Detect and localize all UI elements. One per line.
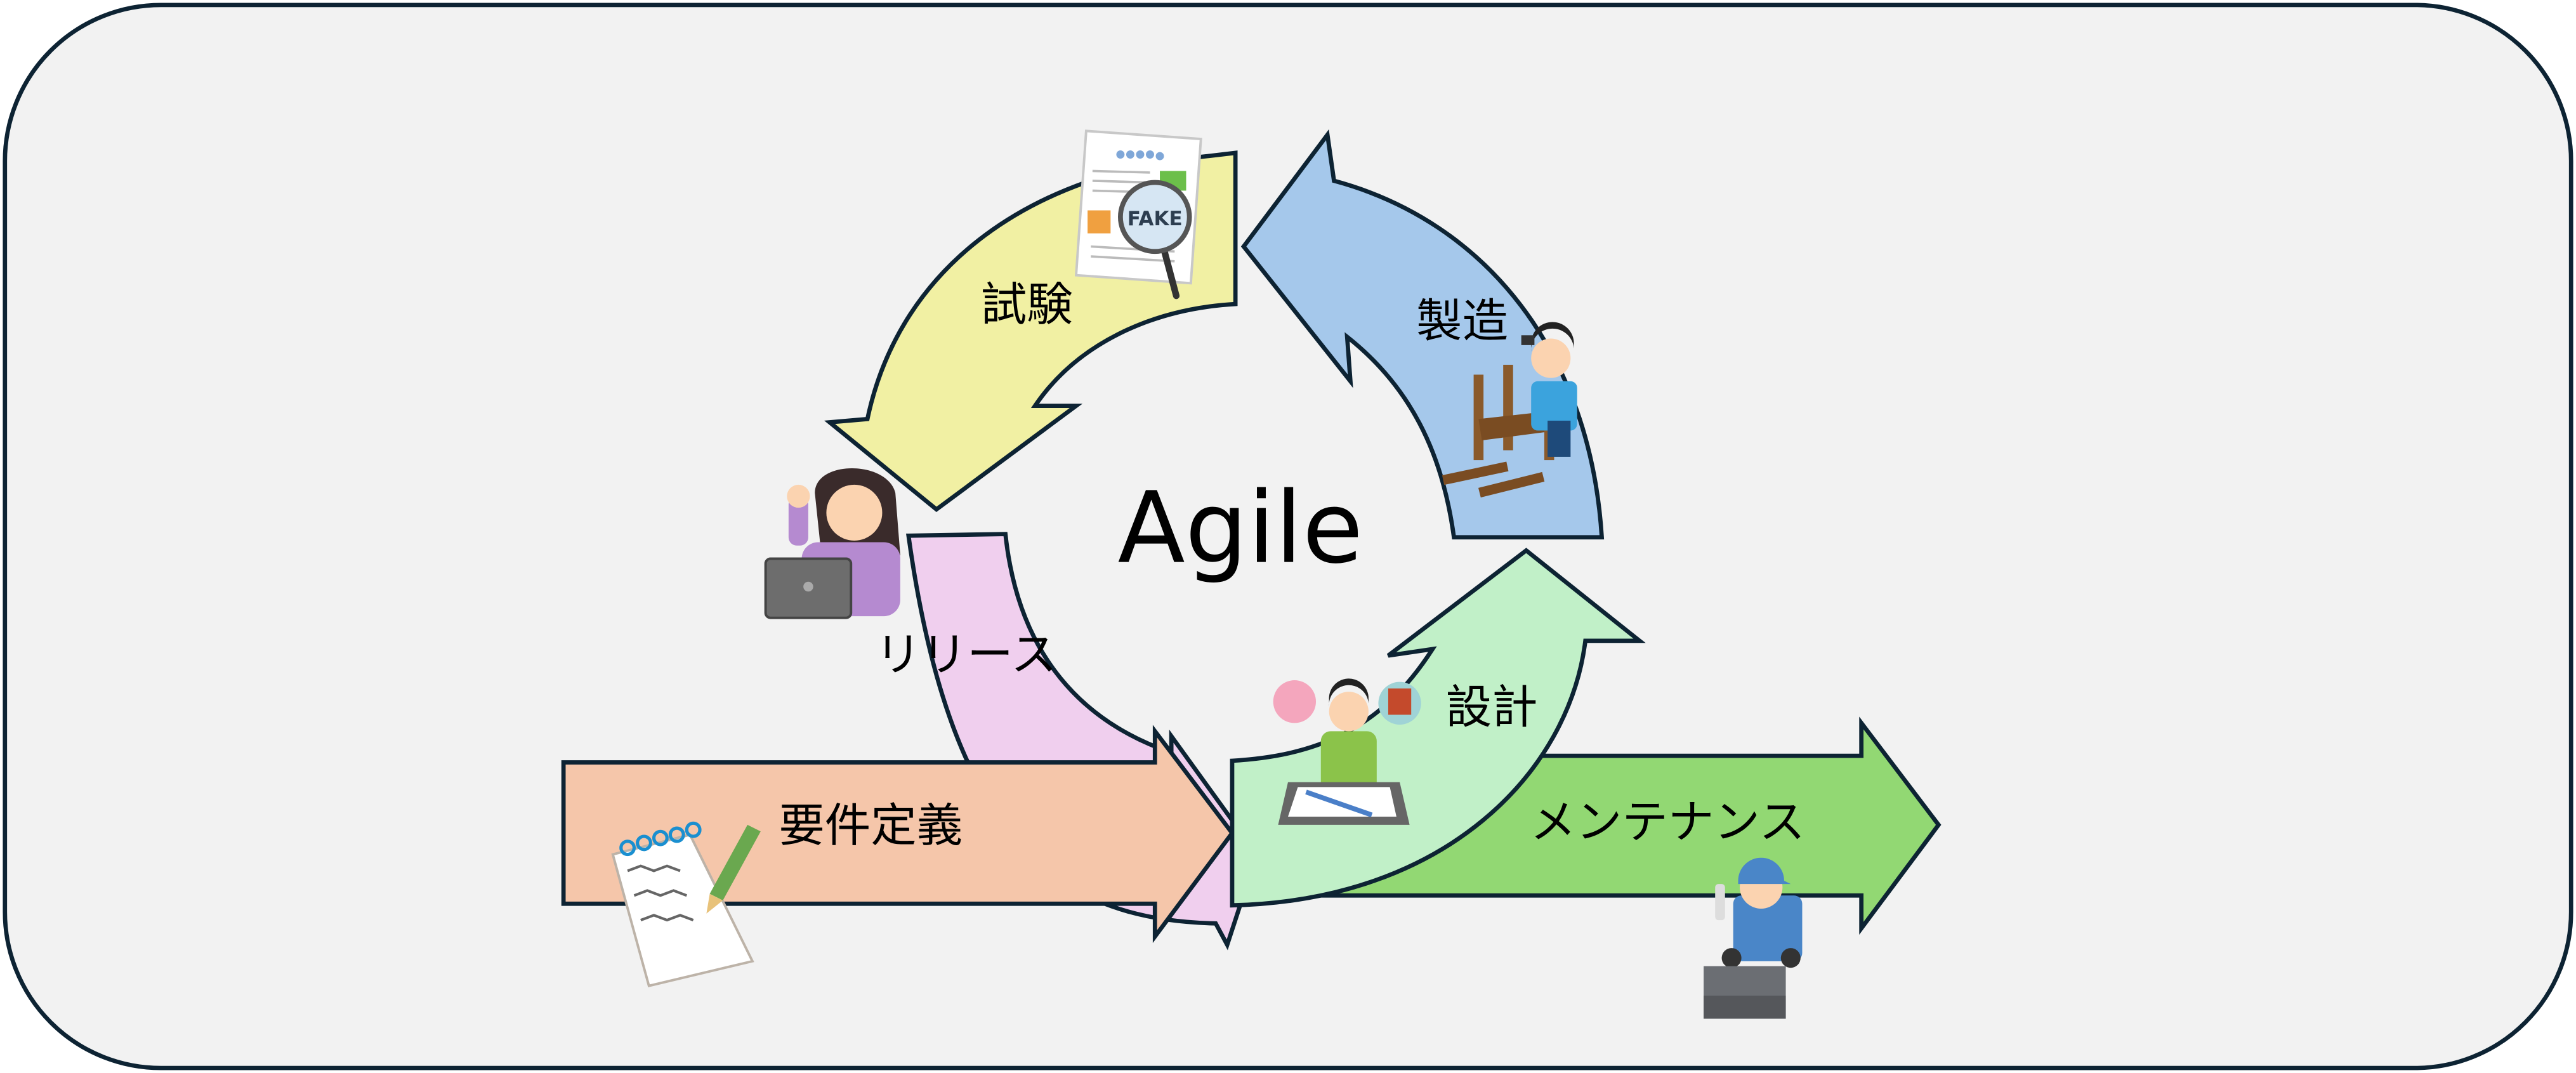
center-title: Agile <box>1118 471 1364 586</box>
label-maintenance: メンテナンス <box>1530 796 1805 850</box>
woman-laptop-illustration <box>764 468 900 619</box>
fake-document-illustration: FAKE <box>1074 129 1202 300</box>
label-testing: 試験 <box>981 279 1073 332</box>
fake-magnifier-text: FAKE <box>1127 207 1183 230</box>
label-requirements: 要件定義 <box>779 800 963 853</box>
maintenance-worker-illustration <box>1704 857 1803 1019</box>
label-design: 設計 <box>1446 681 1538 734</box>
notepad-pencil-illustration <box>611 821 761 987</box>
carpenter-illustration <box>1442 322 1577 498</box>
designer-illustration <box>1273 678 1421 825</box>
label-manufacturing: 製造 <box>1416 295 1508 348</box>
label-release: リリース <box>875 629 1056 682</box>
